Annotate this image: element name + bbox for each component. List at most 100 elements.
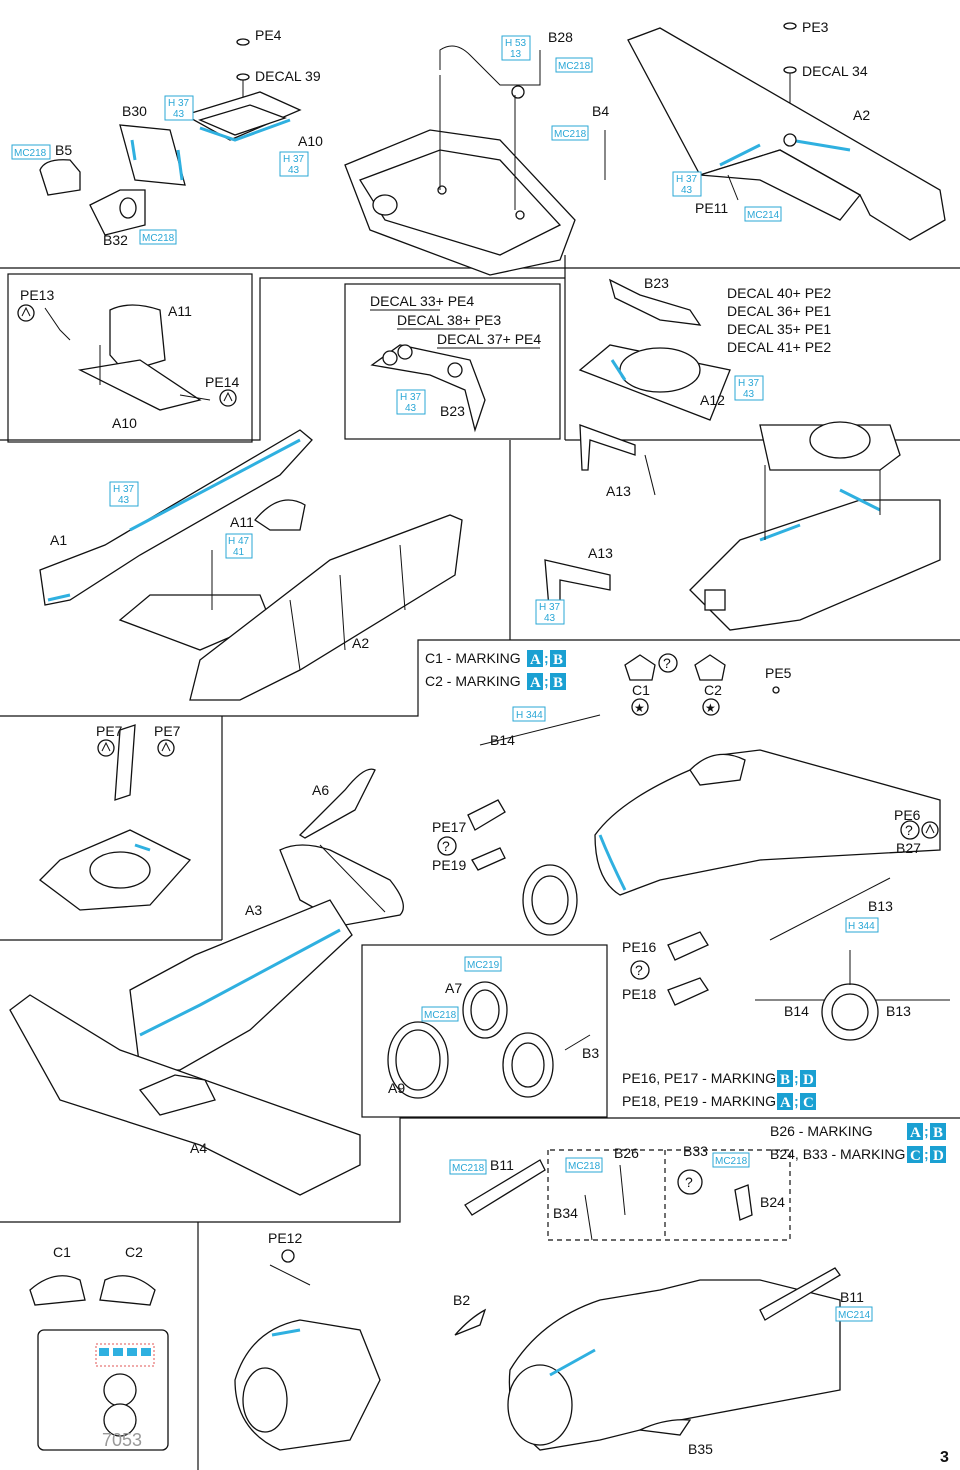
b23-p4-label: B23 xyxy=(644,275,669,291)
decal35-label: DECAL 35+ PE1 xyxy=(727,321,831,337)
svg-text:MC219: MC219 xyxy=(467,960,500,971)
page-number: 3 xyxy=(940,1449,949,1466)
svg-text:43: 43 xyxy=(743,389,755,400)
panel-a13-frame: A13 H 37 43 xyxy=(535,545,613,625)
svg-text:?: ? xyxy=(442,838,450,854)
pe12-label: PE12 xyxy=(268,1230,302,1246)
marking-box-b-d: B ; D xyxy=(777,1070,816,1088)
svg-text:C: C xyxy=(803,1095,814,1111)
panel-main-fuselage: A6 A3 A4 xyxy=(9,768,404,1196)
decal38-label: DECAL 38+ PE3 xyxy=(397,312,501,328)
svg-text:MC218: MC218 xyxy=(142,233,175,244)
b28-label: B28 xyxy=(548,29,573,45)
svg-text:H 37: H 37 xyxy=(539,602,561,613)
bend-icon xyxy=(97,739,115,757)
b5-label: B5 xyxy=(55,142,72,158)
b24-b33-marking-label: B24, B33 - MARKING xyxy=(770,1146,905,1162)
panel-guns: B26 - MARKING A ; B B24, B33 - MARKING C… xyxy=(449,1123,946,1457)
question-icon xyxy=(677,1169,703,1195)
panel-fuselage-half: H 37 43 A1 A11 H 47 41 A2 xyxy=(39,429,463,701)
b35-label: B35 xyxy=(688,1441,713,1457)
decal34-label: DECAL 34 xyxy=(802,63,868,79)
svg-text:43: 43 xyxy=(173,109,185,120)
c1-marking-label: C1 - MARKING xyxy=(425,650,521,666)
svg-text:13: 13 xyxy=(510,49,522,60)
star-icon xyxy=(631,698,649,716)
svg-text:MC218: MC218 xyxy=(558,61,591,72)
panel-instruments: DECAL 33+ PE4 DECAL 38+ PE3 DECAL 37+ PE… xyxy=(370,293,541,433)
pe7b-label: PE7 xyxy=(154,723,181,739)
svg-text:?: ? xyxy=(635,962,643,978)
svg-text:41: 41 xyxy=(233,547,245,558)
a3-label: A3 xyxy=(245,902,262,918)
pe5-label: PE5 xyxy=(765,665,792,681)
panel-engine: MC219 A7 MC218 A9 B3 xyxy=(387,956,599,1099)
panel-upper-wing: PE3 DECAL 34 A2 H 37 43 PE11 MC214 xyxy=(627,19,946,241)
b27-label: B27 xyxy=(896,840,921,856)
svg-text:;: ; xyxy=(544,650,549,666)
a1-label: A1 xyxy=(50,532,67,548)
svg-text:MC214: MC214 xyxy=(838,1310,871,1321)
panel-borders xyxy=(0,255,960,1470)
b26-marking-label: B26 - MARKING xyxy=(770,1123,873,1139)
a9-label: A9 xyxy=(388,1080,405,1096)
panel-cooling-louvres: PE16 ? PE18 PE16, PE17 - MARKING B ; D P… xyxy=(622,931,950,1111)
a10-p2-label: A10 xyxy=(112,415,137,431)
svg-text:A: A xyxy=(530,675,541,691)
pe7a-label: PE7 xyxy=(96,723,123,739)
a2-top-label: A2 xyxy=(853,107,870,123)
marking-box-a-b-2: A ; B xyxy=(527,673,566,691)
star-icon xyxy=(702,698,720,716)
pe16-label: PE16 xyxy=(622,939,656,955)
bend-icon xyxy=(219,389,237,407)
decal37-label: DECAL 37+ PE4 xyxy=(437,331,541,347)
svg-text:D: D xyxy=(933,1148,944,1164)
b11-right-label: B11 xyxy=(840,1289,864,1305)
a12-label: A12 xyxy=(700,392,725,408)
panel-coaming: B23 DECAL 40+ PE2 DECAL 36+ PE1 DECAL 35… xyxy=(578,275,831,499)
svg-text:;: ; xyxy=(544,673,549,689)
svg-text:43: 43 xyxy=(405,403,417,414)
decal40-label: DECAL 40+ PE2 xyxy=(727,285,831,301)
svg-text:;: ; xyxy=(794,1070,799,1086)
b33-label: B33 xyxy=(683,1143,708,1159)
b2-label: B2 xyxy=(453,1292,470,1308)
a10-top-label: A10 xyxy=(298,133,323,149)
svg-text:43: 43 xyxy=(681,185,693,196)
svg-text:;: ; xyxy=(924,1123,929,1139)
marking-box-c-d: C ; D xyxy=(907,1146,946,1164)
pe18-label: PE18 xyxy=(622,986,656,1002)
svg-text:B: B xyxy=(933,1125,943,1141)
svg-text:B: B xyxy=(553,675,563,691)
svg-text:H 37: H 37 xyxy=(738,378,760,389)
bend-icon xyxy=(921,821,939,839)
a11-p5-label: A11 xyxy=(230,514,254,530)
svg-text:H 47: H 47 xyxy=(228,536,250,547)
b3-label: B3 xyxy=(582,1045,599,1061)
panel-windscreen: C1 - MARKING A ; B C2 - MARKING A ; B ? … xyxy=(425,650,941,941)
panel-cockpit-floor: PE4 DECAL 39 B30 H 37 43 MC218 B5 A10 H … xyxy=(11,27,323,248)
svg-text:★: ★ xyxy=(705,701,716,715)
a13-top-label: A13 xyxy=(606,483,631,499)
b26-label: B26 xyxy=(614,1145,639,1161)
marking-box-a-c: A ; C xyxy=(777,1093,816,1111)
svg-text:H 53: H 53 xyxy=(505,38,527,49)
svg-text:B: B xyxy=(553,652,563,668)
a7-label: A7 xyxy=(445,980,462,996)
decal33-label: DECAL 33+ PE4 xyxy=(370,293,474,309)
svg-text:H 344: H 344 xyxy=(848,921,875,932)
question-icon xyxy=(630,960,650,980)
svg-text:H 37: H 37 xyxy=(400,392,422,403)
marking-box-a-b-3: A ; B xyxy=(907,1123,946,1141)
question-icon xyxy=(437,836,457,856)
a4-label: A4 xyxy=(190,1140,207,1156)
b23-p3-label: B23 xyxy=(440,403,465,419)
pe3-label: PE3 xyxy=(802,19,829,35)
svg-text:MC218: MC218 xyxy=(452,1163,485,1174)
svg-text:D: D xyxy=(803,1072,814,1088)
b4-label: B4 xyxy=(592,103,609,119)
svg-text:MC214: MC214 xyxy=(747,210,780,221)
a2-p5-label: A2 xyxy=(352,635,369,651)
decal41-label: DECAL 41+ PE2 xyxy=(727,339,831,355)
